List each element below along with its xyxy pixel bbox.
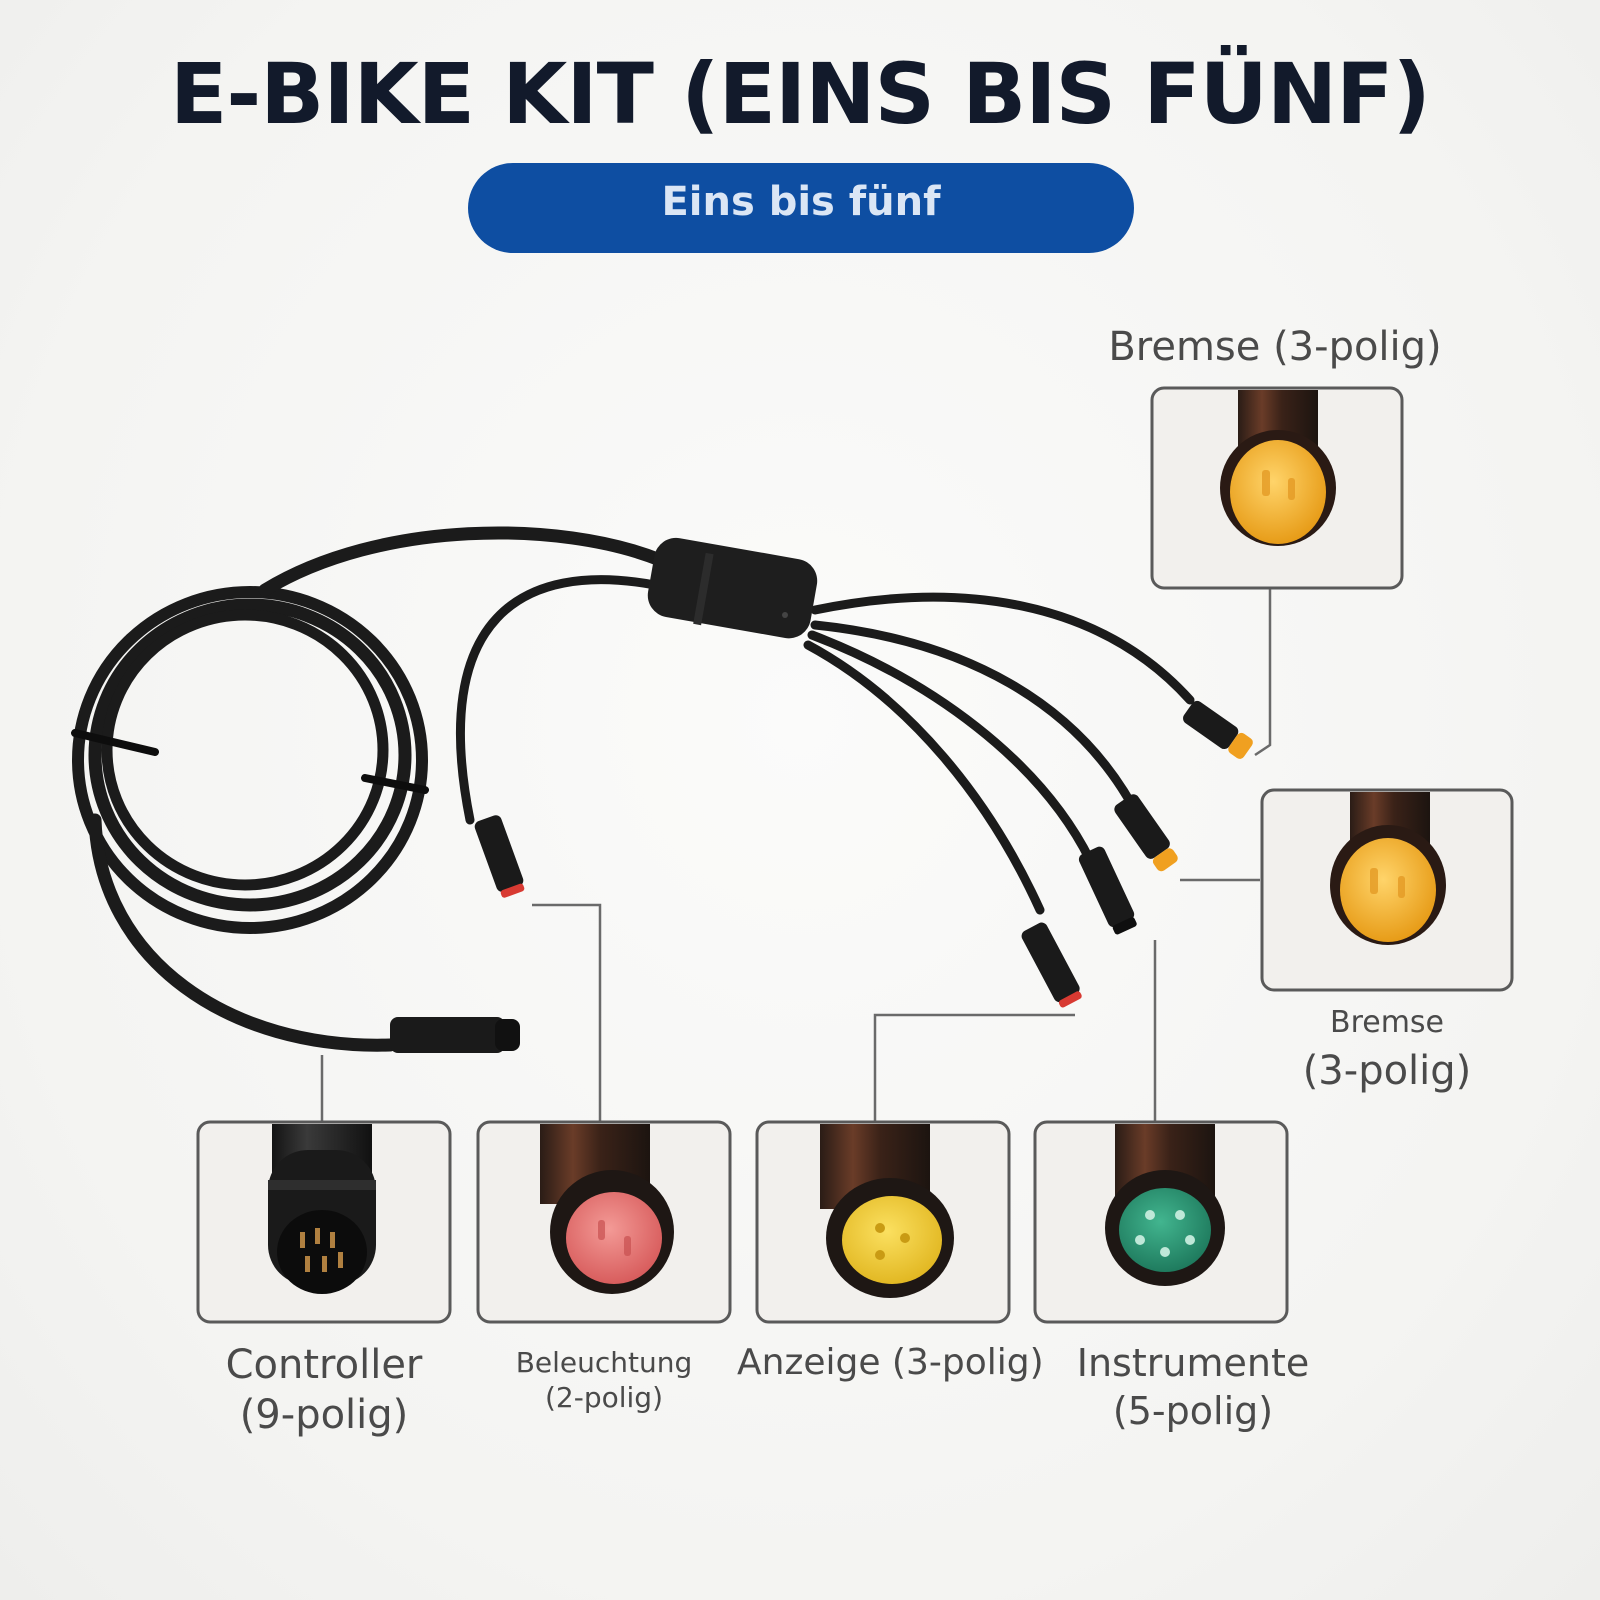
detail-box-instrumente xyxy=(1033,1120,1289,1324)
splitter-hub xyxy=(647,537,818,639)
label-beleuchtung: Beleuchtung (2-polig) xyxy=(478,1345,730,1415)
label-bremse-right: Bremse (3-polig) xyxy=(1262,1003,1512,1098)
label-controller-line1: Controller xyxy=(225,1342,423,1388)
label-bremse-right-line2: (3-polig) xyxy=(1302,1047,1472,1094)
page-title: E-BIKE KIT (EINS BIS FÜNF) xyxy=(170,45,1431,143)
subtitle-badge-text: Eins bis fünf xyxy=(661,179,941,225)
label-beleuchtung-line1: Beleuchtung xyxy=(515,1346,693,1379)
label-controller-line2: (9-polig) xyxy=(239,1392,409,1438)
detail-box-bremse-right xyxy=(1260,788,1514,992)
label-instrumente-line1: Instrumente xyxy=(1076,1341,1310,1385)
label-controller: Controller (9-polig) xyxy=(198,1340,450,1440)
label-bremse-right-line1: Bremse xyxy=(1329,1005,1445,1040)
connector-5pin-icon xyxy=(1105,1170,1225,1286)
label-bremse-top: Bremse (3-polig) xyxy=(1080,322,1470,372)
label-anzeige: Anzeige (3-polig) xyxy=(737,1340,1067,1385)
label-beleuchtung-line2: (2-polig) xyxy=(544,1381,663,1414)
detail-box-anzeige xyxy=(755,1120,1011,1324)
label-instrumente-line2: (5-polig) xyxy=(1112,1388,1274,1433)
connector-3pin-icon xyxy=(1330,825,1446,945)
connector-9pin-icon xyxy=(268,1150,376,1294)
detail-box-beleuchtung xyxy=(476,1120,732,1324)
label-instrumente: Instrumente (5-polig) xyxy=(1068,1340,1318,1435)
label-anzeige-text: Anzeige (3-polig) xyxy=(737,1342,1044,1383)
connector-3pin-icon xyxy=(826,1178,954,1298)
cable-harness xyxy=(71,526,1195,1052)
subtitle-badge: Eins bis fünf xyxy=(468,163,1134,253)
label-bremse-top-text: Bremse (3-polig) xyxy=(1108,324,1442,370)
detail-box-controller xyxy=(196,1120,452,1324)
detail-box-bremse-top xyxy=(1150,386,1404,590)
cable-connector-tips xyxy=(390,700,1253,1053)
connector-3pin-icon xyxy=(1220,430,1336,546)
connector-2pin-icon xyxy=(550,1170,674,1294)
leader-lines xyxy=(320,588,1272,1122)
